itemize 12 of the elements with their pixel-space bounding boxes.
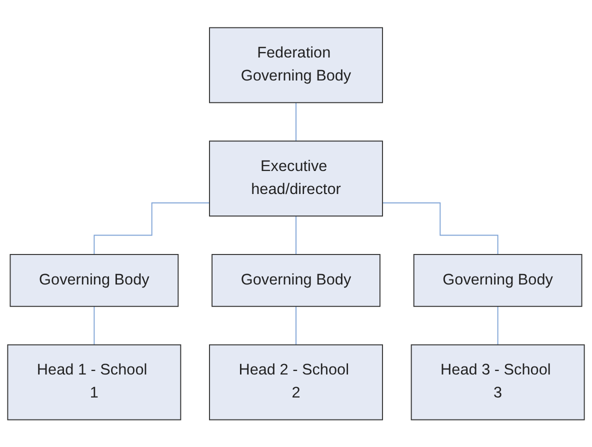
connector [94,202,210,255]
connector [497,306,498,346]
node-box: Head 2 - School 2 [209,344,383,420]
connector [382,202,498,255]
connector [94,306,95,346]
node-box: Governing Body [413,254,582,307]
node-box: Governing Body [10,254,179,307]
node-box: Head 3 - School 3 [410,344,585,420]
node-box: Executive head/director [209,140,383,216]
node-box: Federation Governing Body [209,26,383,103]
node-box: Head 1 - School 1 [7,344,182,420]
node-box: Governing Body [212,254,380,307]
